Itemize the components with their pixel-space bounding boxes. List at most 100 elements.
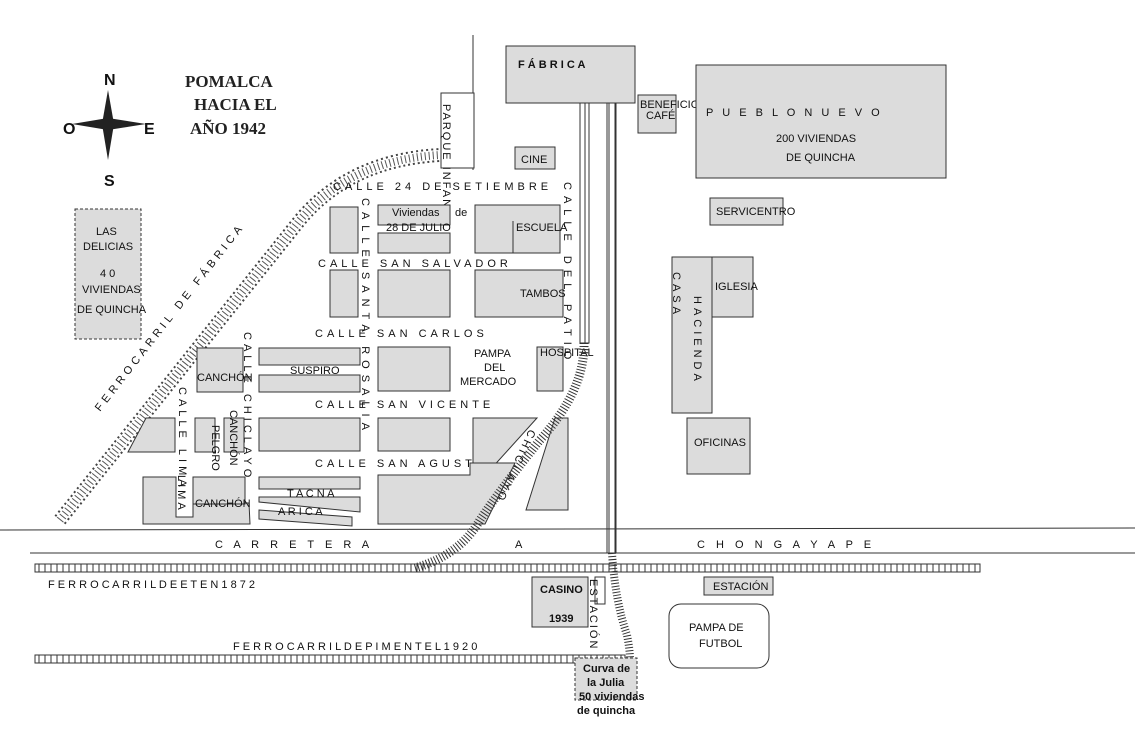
iglesia xyxy=(711,256,754,318)
block-hospital xyxy=(536,346,564,392)
tacna-label: T A C N A xyxy=(287,488,335,500)
block xyxy=(329,269,359,318)
calle-san-carlos: CALLE SAN CARLOS xyxy=(315,328,488,340)
pampa-futbol-1: PAMPA DE xyxy=(689,622,744,634)
estacion-vertical-label: ESTACIÓN xyxy=(587,579,600,650)
iglesia-label: IGLESIA xyxy=(715,281,758,293)
curva-julia-1: Curva de xyxy=(583,663,630,675)
tambos-label: TAMBOS xyxy=(520,288,566,300)
canchon-2-label: CANCHÓN xyxy=(195,497,251,510)
compass-east: E xyxy=(144,121,155,138)
block xyxy=(258,417,361,452)
oficinas-label: OFICINAS xyxy=(694,437,746,449)
pueblo-nuevo-quincha: DE QUINCHA xyxy=(786,152,856,164)
block xyxy=(377,269,451,318)
curva-julia-3: 50 viviendas xyxy=(579,691,644,703)
casino-label: CASINO xyxy=(540,584,583,596)
arica-label: A R I C A xyxy=(278,506,323,518)
parque-infantil xyxy=(440,92,475,169)
rail-track-curve-south xyxy=(608,552,634,661)
oficinas xyxy=(686,417,751,475)
ferrocarril-fabrica-line xyxy=(54,148,441,525)
compass-north: N xyxy=(104,72,116,89)
parque-infantil-label: PARQUE INFANTIL xyxy=(440,104,452,231)
block xyxy=(377,346,451,392)
calle-24-setiembre: CALLE 24 DE SETIEMBRE xyxy=(333,181,552,193)
calle-lima: CALLE LIMA xyxy=(176,387,188,491)
ferrocarril-pimentel-label: F E R R O C A R R I L D E P I M E N T E … xyxy=(233,641,477,653)
estacion-building xyxy=(703,576,774,596)
las-delicias xyxy=(74,208,142,340)
block-canchon xyxy=(196,347,244,393)
block xyxy=(525,417,569,511)
estacion-small xyxy=(594,576,606,605)
ferrocarril-pimentel-track xyxy=(34,654,626,664)
block-canchon-2 xyxy=(192,476,246,505)
las-delicias-1: LAS xyxy=(96,226,117,238)
block-escuela xyxy=(474,204,561,254)
pelgro-label: PELGRO xyxy=(209,425,221,471)
chongayape-label: C H O N G A Y A P E xyxy=(697,539,875,551)
curva-julia-4: de quincha xyxy=(577,705,636,717)
carretera-label: C A R R E T E R A xyxy=(215,539,373,551)
pampa-futbol-2: FUTBOL xyxy=(699,638,742,650)
calle-san-salvador: CALLE SAN SALVADOR xyxy=(318,258,512,270)
suspiro-label: SUSPIRO xyxy=(290,365,340,377)
block xyxy=(258,476,361,490)
calle-santa-rosalia: CALLE SANTA ROSALIA xyxy=(359,198,371,436)
block xyxy=(223,417,245,453)
beneficio-cafe xyxy=(637,94,677,134)
cine-building xyxy=(514,146,556,170)
block xyxy=(194,417,216,453)
pueblo-nuevo-label: P U E B L O N U E V O xyxy=(706,107,883,119)
hacienda-label: HACIENDA xyxy=(691,296,703,385)
casa-label: CASA xyxy=(670,272,682,318)
carretera-a-label: A xyxy=(515,539,523,551)
casino-year: 1939 xyxy=(549,613,573,625)
servicentro-label: SERVICENTRO xyxy=(716,206,796,218)
casa-hacienda xyxy=(671,256,713,414)
viviendas-madera-1: Viviendas xyxy=(392,207,440,219)
veintiocho-julio: 28 DE JULIO xyxy=(386,222,451,234)
fabrica-building xyxy=(505,45,636,104)
rail-track-curve xyxy=(413,342,589,573)
pueblo-nuevo-viviendas: 200 VIVIENDAS xyxy=(776,133,856,145)
curva-julia-2: la Julia xyxy=(587,677,625,689)
compass-south: S xyxy=(104,173,115,190)
block xyxy=(127,417,176,453)
las-delicias-5: DE QUINCHA xyxy=(77,304,147,316)
map-subtitle-2: AÑO 1942 xyxy=(190,119,266,138)
rail-track-vertical-1 xyxy=(579,102,590,344)
block-tacna xyxy=(258,496,361,513)
pampa-mercado-2: DEL xyxy=(484,362,505,374)
calle-san-vicente: CALLE SAN VICENTE xyxy=(315,399,494,411)
block xyxy=(329,206,359,254)
curva-julia xyxy=(574,657,638,701)
block-28-julio xyxy=(377,232,451,254)
block-viviendas-madera xyxy=(377,204,451,226)
map-subtitle-1: HACIA EL xyxy=(194,95,277,114)
block-tambos xyxy=(474,269,564,318)
hospital-label: HOSPITAL xyxy=(540,347,594,359)
pampa-mercado-3: MERCADO xyxy=(460,376,517,388)
cine-label: CINE xyxy=(521,154,547,166)
servicentro xyxy=(709,197,784,226)
pampa-mercado-1: PAMPA xyxy=(474,348,512,360)
block-arica xyxy=(258,509,353,527)
canchon-vertical: CANCHÓN xyxy=(227,410,240,466)
pueblo-nuevo xyxy=(695,64,947,179)
block xyxy=(377,417,451,452)
map-title: POMALCA xyxy=(185,72,274,91)
block xyxy=(377,462,516,525)
beneficio-label-1: BENEFICIO xyxy=(640,99,700,111)
block-suspiro xyxy=(258,374,361,393)
calle-del-patio: CALLE DEL PATIO xyxy=(561,182,573,365)
compass-west: O xyxy=(63,121,75,138)
lima-label: LIMA xyxy=(175,475,187,513)
casino xyxy=(531,576,589,628)
ferrocarril-eten-track xyxy=(34,563,981,573)
calle-san-agustin: CALLE SAN AGUSTÍN xyxy=(315,457,495,470)
ferrocarril-eten-label: F E R R O C A R R I L D E E T E N 1 8 7 … xyxy=(48,579,255,591)
las-delicias-4: VIVIENDAS xyxy=(82,284,141,296)
